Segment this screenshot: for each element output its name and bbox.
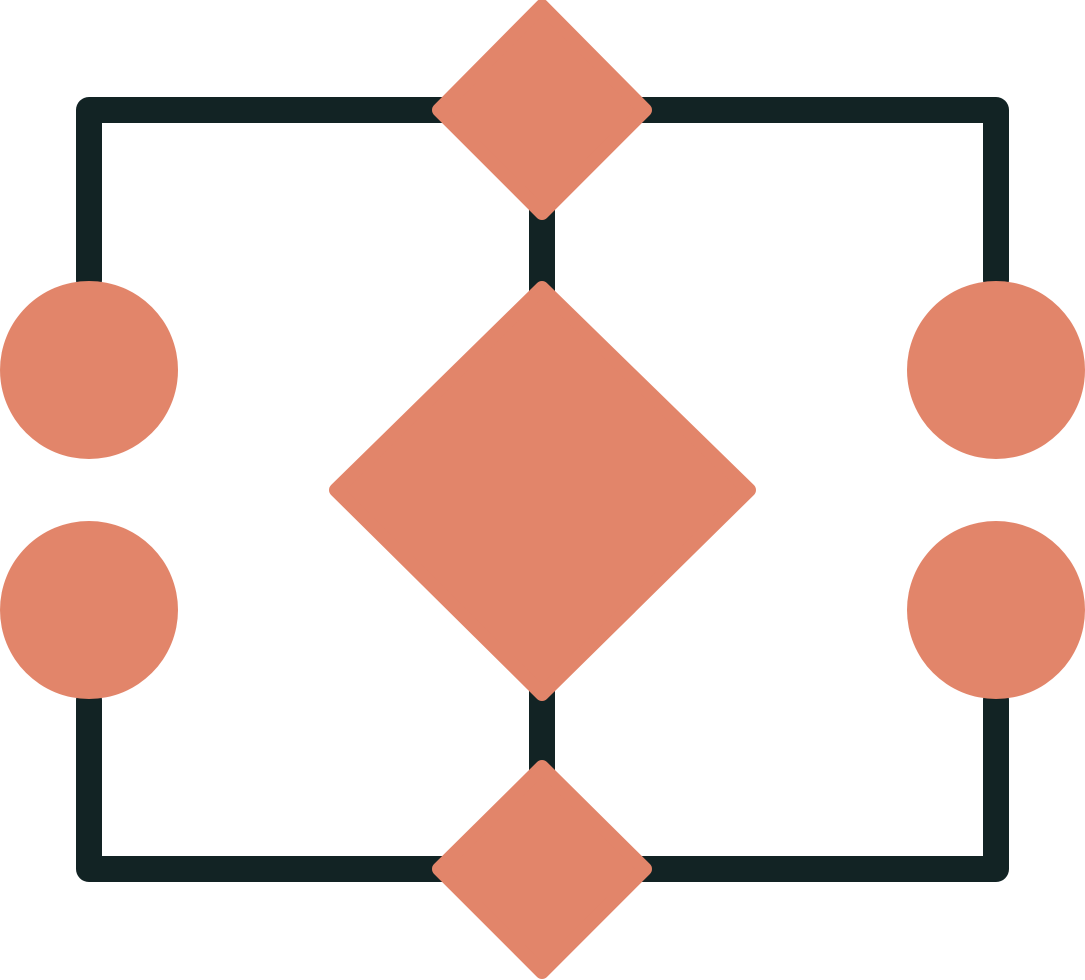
terminal-left-upper-circle xyxy=(0,281,178,459)
decision-center-diamond xyxy=(329,281,756,701)
decision-bottom-diamond xyxy=(432,760,652,979)
terminal-left-lower-circle xyxy=(0,521,178,699)
decision-top-diamond xyxy=(432,0,652,220)
terminal-right-upper-circle xyxy=(907,281,1085,459)
terminal-right-lower-circle xyxy=(907,521,1085,699)
